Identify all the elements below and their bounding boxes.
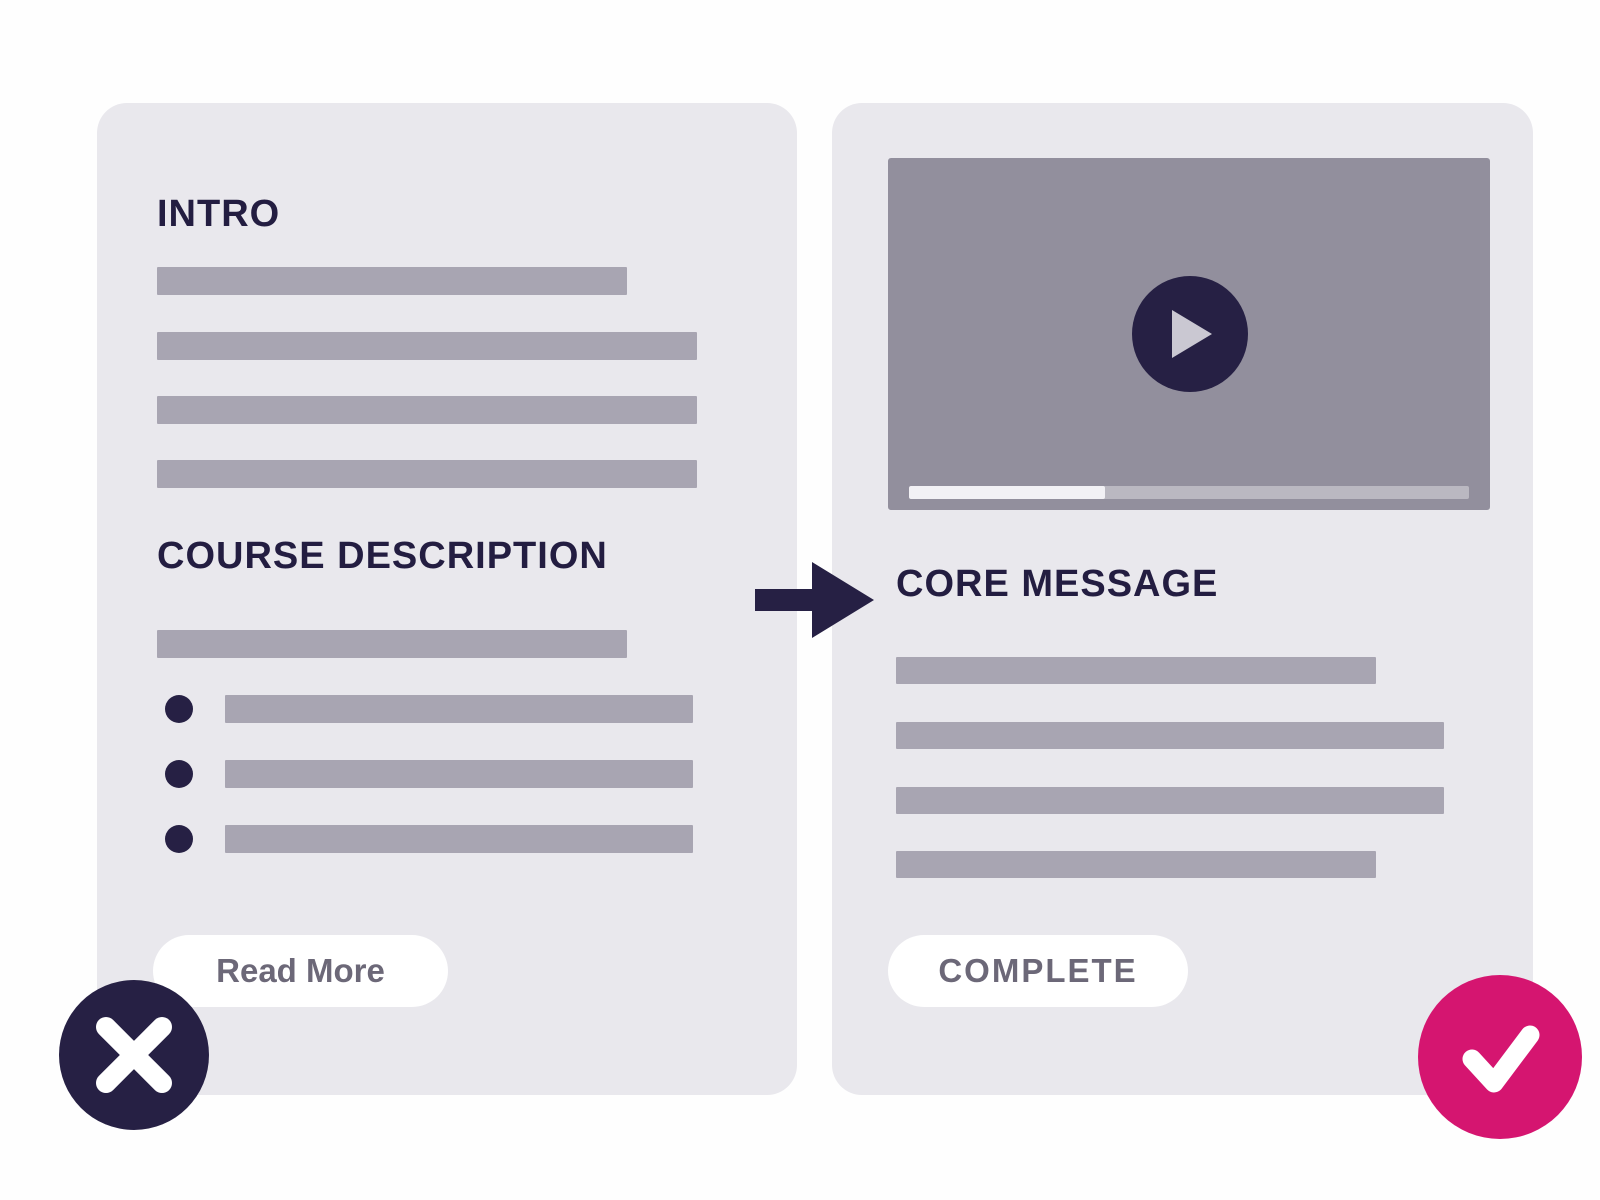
text-placeholder-line <box>157 460 697 488</box>
approved-badge <box>1418 975 1582 1139</box>
bullet-point-icon <box>165 760 193 788</box>
rejected-badge <box>59 980 209 1130</box>
right-arrow-icon <box>755 562 874 638</box>
intro-heading: INTRO <box>157 193 281 235</box>
video-progress-bar[interactable] <box>909 486 1469 499</box>
text-placeholder-line <box>225 825 693 853</box>
read-more-button-label: Read More <box>216 952 385 989</box>
text-placeholder-line <box>157 332 697 360</box>
text-placeholder-line <box>225 695 693 723</box>
text-placeholder-line <box>157 630 627 658</box>
video-course-card: CORE MESSAGE COMPLETE <box>832 103 1533 1095</box>
course-description-heading: COURSE DESCRIPTION <box>157 535 608 577</box>
text-course-card: INTRO COURSE DESCRIPTION Read More <box>97 103 797 1095</box>
text-placeholder-line <box>896 851 1376 878</box>
read-more-button[interactable]: Read More <box>153 935 448 1007</box>
complete-button-label: COMPLETE <box>938 952 1138 989</box>
play-icon <box>1172 310 1212 358</box>
x-mark-icon <box>96 1017 172 1093</box>
video-player <box>888 158 1490 510</box>
video-progress-fill <box>909 486 1105 499</box>
text-placeholder-line <box>896 657 1376 684</box>
bullet-point-icon <box>165 825 193 853</box>
play-button[interactable] <box>1132 276 1248 392</box>
text-placeholder-line <box>896 787 1444 814</box>
text-placeholder-line <box>157 267 627 295</box>
core-message-heading: CORE MESSAGE <box>896 563 1219 605</box>
text-placeholder-line <box>225 760 693 788</box>
text-placeholder-line <box>896 722 1444 749</box>
check-mark-icon <box>1462 1025 1540 1093</box>
text-placeholder-line <box>157 396 697 424</box>
complete-button[interactable]: COMPLETE <box>888 935 1188 1007</box>
bullet-point-icon <box>165 695 193 723</box>
